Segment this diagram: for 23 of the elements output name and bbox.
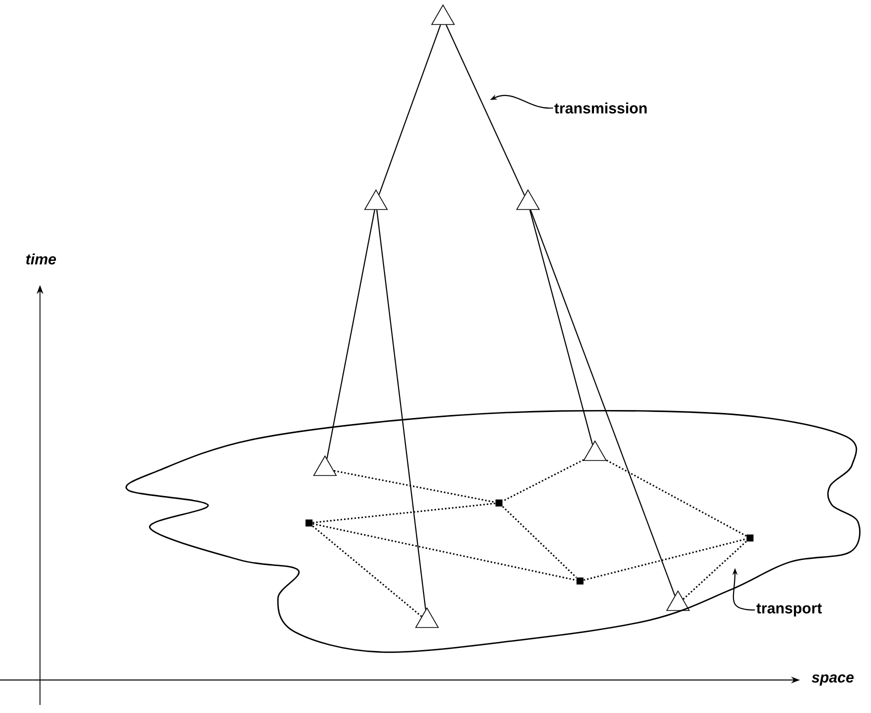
leader-label: transport <box>756 604 822 616</box>
connector-line <box>312 502 496 524</box>
connector-line <box>502 506 577 578</box>
square-symbol <box>576 578 584 584</box>
connector-line <box>502 459 584 502</box>
square-symbol <box>496 500 502 506</box>
connector-line <box>530 210 676 596</box>
connector-line <box>682 540 747 600</box>
connector-line <box>376 210 426 610</box>
square-symbol <box>306 520 312 526</box>
leader-label: transmission <box>554 102 647 114</box>
connector-line <box>446 24 525 196</box>
connector-line <box>606 460 747 537</box>
connector-line <box>326 210 376 459</box>
connector-line <box>334 470 496 504</box>
connector-line <box>529 210 594 445</box>
connector-line <box>312 523 576 581</box>
connector-line <box>584 538 746 581</box>
connector-line <box>312 526 422 618</box>
connector-line <box>378 24 442 195</box>
axis-label: time <box>26 253 56 264</box>
square-symbol <box>746 534 754 542</box>
axis-label: space <box>812 674 854 686</box>
